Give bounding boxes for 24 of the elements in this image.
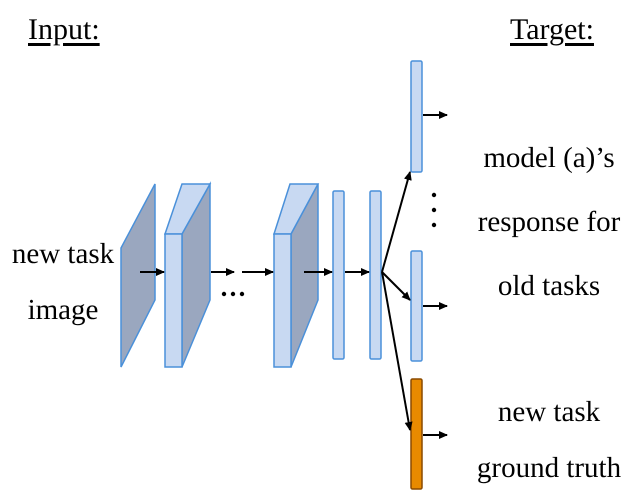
section-heading: Target:	[510, 12, 594, 48]
arrow	[381, 271, 411, 301]
input-image-plane	[120, 183, 156, 368]
arrow	[242, 268, 274, 276]
target-caption: model (a)’s response for old tasks	[476, 141, 622, 304]
target-caption: new task ground truth	[476, 395, 622, 486]
input-caption: new task image	[10, 237, 116, 328]
feature-layer-bar	[369, 190, 382, 360]
arrow	[423, 111, 448, 119]
arrow	[423, 302, 448, 310]
arrow	[381, 272, 413, 431]
arrow	[381, 171, 412, 272]
arrow	[140, 268, 165, 276]
conv-layer-block	[273, 183, 319, 368]
feature-layer-bar	[410, 60, 423, 173]
section-heading: Input:	[28, 12, 100, 48]
feature-layer-bar	[332, 190, 345, 360]
conv-layer-block	[164, 183, 211, 368]
feature-layer-bar	[410, 250, 423, 362]
arrow	[304, 268, 333, 276]
arrow	[345, 268, 370, 276]
output-layer-bar	[410, 378, 423, 490]
arrow	[423, 431, 448, 439]
arrow	[211, 268, 235, 276]
